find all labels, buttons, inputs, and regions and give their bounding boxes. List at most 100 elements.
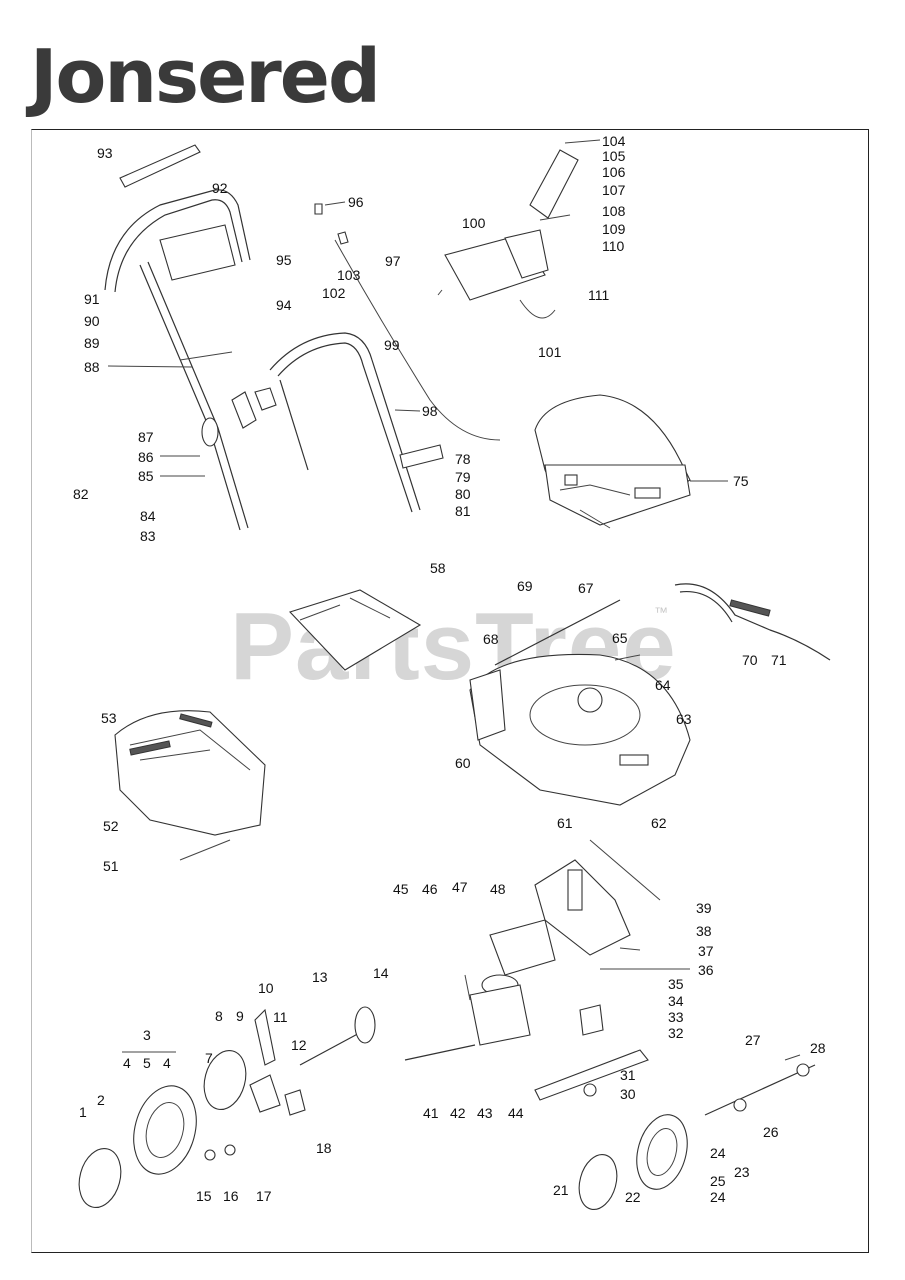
callout-30: 30 (620, 1086, 636, 1102)
callout-28: 28 (810, 1040, 826, 1056)
callout-97: 97 (385, 253, 401, 269)
handle-assembly-drawing (104, 144, 501, 531)
callout-26: 26 (763, 1124, 779, 1140)
callout-89: 89 (84, 335, 100, 351)
callout-47: 47 (452, 879, 468, 895)
callout-71: 71 (771, 652, 787, 668)
grass-bag-drawing (114, 710, 266, 861)
callout-39: 39 (696, 900, 712, 916)
callout-18: 18 (316, 1140, 332, 1156)
callout-33: 33 (668, 1009, 684, 1025)
callout-9: 9 (236, 1008, 244, 1024)
callout-86: 86 (138, 449, 154, 465)
control-box-drawing (437, 149, 579, 319)
callout-62: 62 (651, 815, 667, 831)
callout-111: 111 (588, 287, 609, 303)
callout-46: 46 (422, 881, 438, 897)
callout-17: 17 (256, 1188, 272, 1204)
callout-68: 68 (483, 631, 499, 647)
callout-22: 22 (625, 1189, 641, 1205)
engine-cover-drawing (534, 394, 691, 529)
callout-91: 91 (84, 291, 100, 307)
callout-32: 32 (668, 1025, 684, 1041)
callout-63: 63 (676, 711, 692, 727)
callout-82: 82 (73, 486, 89, 502)
callout-58: 58 (430, 560, 446, 576)
callout-64: 64 (655, 677, 671, 693)
callout-60: 60 (455, 755, 471, 771)
callout-106: 106 (602, 164, 626, 180)
callout-37: 37 (698, 943, 714, 959)
callout-93: 93 (97, 145, 113, 161)
callout-67: 67 (578, 580, 594, 596)
callout-21: 21 (553, 1182, 569, 1198)
callout-102: 102 (322, 285, 346, 301)
callout-88: 88 (84, 359, 100, 375)
callout-99: 99 (384, 337, 400, 353)
callout-84: 84 (140, 508, 156, 524)
callout-52: 52 (103, 818, 119, 834)
callout-53: 53 (101, 710, 117, 726)
trademark-symbol: ™ (654, 604, 668, 620)
callout-11: 11 (273, 1009, 288, 1025)
callout-8: 8 (215, 1008, 223, 1024)
callout-78: 78 (455, 451, 471, 467)
callout-87: 87 (138, 429, 154, 445)
callout-69: 69 (517, 578, 533, 594)
callout-96: 96 (348, 194, 364, 210)
mower-deck-drawing (469, 583, 831, 806)
right-wheel-assembly-drawing (578, 1063, 816, 1210)
callout-51: 51 (103, 858, 119, 874)
callout-14: 14 (373, 965, 389, 981)
callout-5: 5 (143, 1055, 151, 1071)
callout-104: 104 (602, 133, 626, 149)
callout-25: 25 (710, 1173, 726, 1189)
jonsered-logo: Jonsered (30, 34, 381, 120)
callout-24-b: 24 (710, 1189, 726, 1205)
callout-105: 105 (602, 148, 626, 164)
callout-107: 107 (602, 182, 626, 198)
callout-92: 92 (212, 180, 228, 196)
diagram-frame (31, 129, 869, 1253)
callout-34: 34 (668, 993, 684, 1009)
callout-36: 36 (698, 962, 714, 978)
callout-1: 1 (79, 1104, 87, 1120)
callout-90: 90 (84, 313, 100, 329)
callout-61: 61 (557, 815, 573, 831)
callout-110: 110 (602, 238, 625, 254)
callout-4: 4 (123, 1055, 131, 1071)
callout-35: 35 (668, 976, 684, 992)
callout-24: 24 (710, 1145, 726, 1161)
callout-79: 79 (455, 469, 471, 485)
callout-41: 41 (423, 1105, 439, 1121)
callout-42: 42 (450, 1105, 466, 1121)
callout-labels: 93 92 96 95 94 91 90 89 88 97 103 102 10… (73, 133, 826, 1205)
callout-95: 95 (276, 252, 292, 268)
grass-bag-top-drawing (288, 589, 422, 671)
callout-43: 43 (477, 1105, 493, 1121)
callout-23: 23 (734, 1164, 750, 1180)
callout-7: 7 (205, 1050, 213, 1066)
callout-94: 94 (276, 297, 292, 313)
callout-45: 45 (393, 881, 409, 897)
callout-16: 16 (223, 1188, 239, 1204)
callout-31: 31 (620, 1067, 636, 1083)
callout-70: 70 (742, 652, 758, 668)
callout-4-b: 4 (163, 1055, 171, 1071)
callout-13: 13 (312, 969, 328, 985)
callout-109: 109 (602, 221, 626, 237)
leader-lines (107, 139, 801, 1061)
callout-65: 65 (612, 630, 628, 646)
callout-12: 12 (291, 1037, 307, 1053)
left-wheel-assembly-drawing (78, 1006, 376, 1208)
callout-100: 100 (462, 215, 486, 231)
callout-44: 44 (508, 1105, 524, 1121)
callout-98: 98 (422, 403, 438, 419)
callout-3: 3 (143, 1027, 151, 1043)
callout-83: 83 (140, 528, 156, 544)
callout-2: 2 (97, 1092, 105, 1108)
callout-81: 81 (455, 503, 471, 519)
callout-27: 27 (745, 1032, 761, 1048)
